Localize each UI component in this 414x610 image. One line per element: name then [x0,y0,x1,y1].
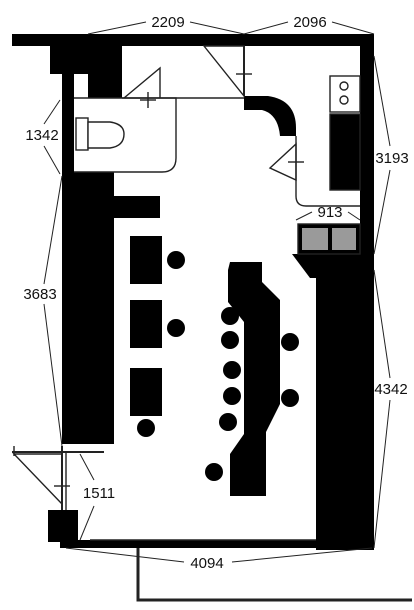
toilet-bowl [87,121,125,149]
dim-door: 1511 [83,485,115,502]
bottom-corridor [136,548,412,602]
right-angle-block [316,412,360,540]
dim-right-kitchen: 3193 [375,150,408,167]
chair [223,361,241,379]
chair [137,419,155,437]
dim-left-main: 3683 [23,286,56,303]
center-counter [228,262,280,496]
kitchen-cabinet [329,113,361,191]
dim-left-toilet: 1342 [25,127,58,144]
entrance-door-swing [202,45,245,98]
toilet-divider [88,46,122,98]
kitchen-outline [295,136,360,207]
side-door-swing [12,453,63,506]
dim-top-right: 2096 [293,14,326,31]
chair [167,319,185,337]
lower-left-jamb [48,510,78,542]
table-2 [130,300,162,348]
table-3 [130,368,162,416]
walls [12,34,374,550]
dim-counter: 913 [317,204,342,221]
top-wall [12,34,374,46]
chair [167,251,185,269]
top-left-pillar [50,34,88,74]
chair [281,389,299,407]
curved-wall [244,96,296,136]
dim-right-main: 4342 [374,381,407,398]
fixtures [12,45,412,602]
dimension-labels: 2209 2096 1342 3193 913 3683 4342 1511 4… [23,14,408,572]
dim-top-left: 2209 [151,14,184,31]
bottom-wall [60,540,372,548]
dimension-lines [43,21,391,563]
stove [329,75,361,113]
chair [223,387,241,405]
toilet-tank [75,117,89,151]
chair [205,463,223,481]
dim-bottom: 4094 [190,555,223,572]
sink-right [332,228,356,250]
chair [219,413,237,431]
left-partition-wall [62,172,160,444]
toilet-room-outline [74,97,177,173]
seating [130,236,299,481]
chair [221,307,239,325]
chair [221,331,239,349]
chair [281,333,299,351]
toilet-door-swing [123,66,161,99]
right-wall [360,34,374,550]
sink-left [302,228,328,250]
left-upper-wall [62,74,74,174]
table-1 [130,236,162,284]
kitchen-wedge [292,254,360,278]
